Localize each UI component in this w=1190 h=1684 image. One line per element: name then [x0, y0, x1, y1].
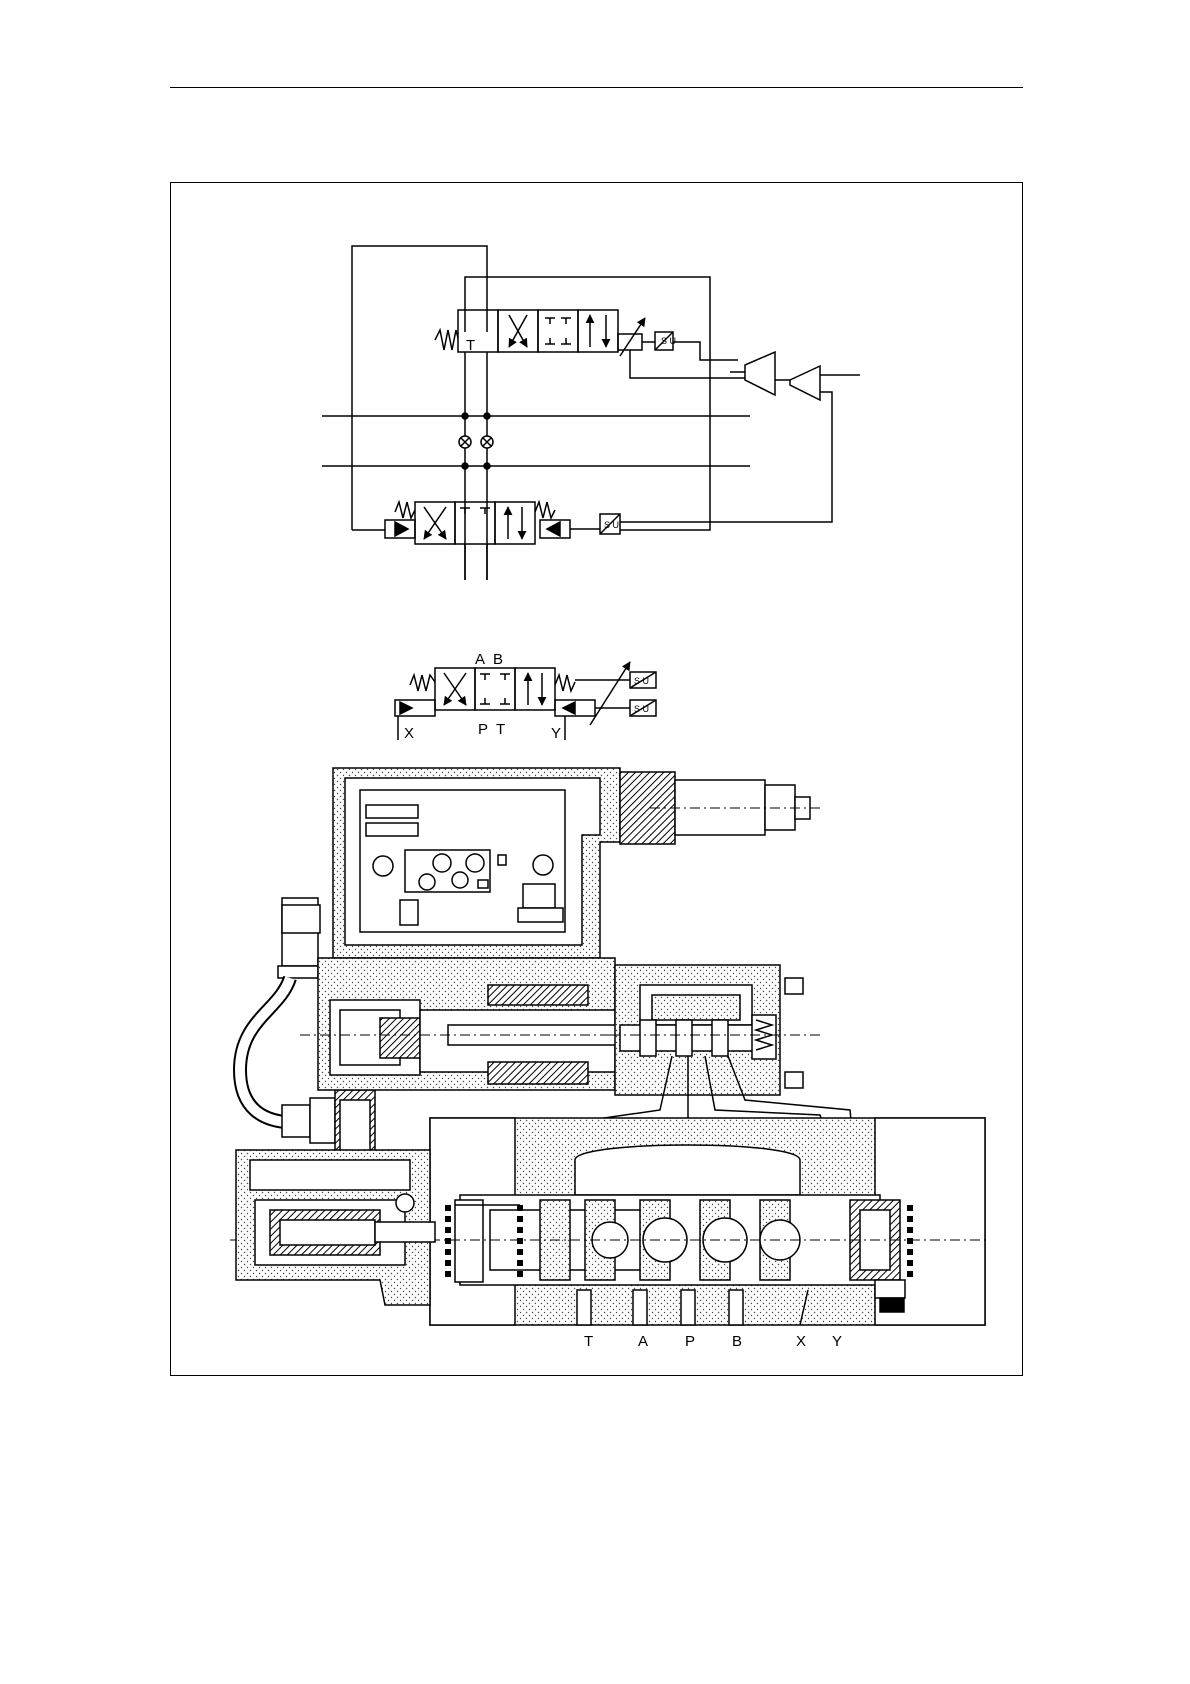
valve-cross-section — [230, 768, 990, 1325]
pilot-valve-symbol — [435, 310, 745, 378]
electronics-housing — [333, 768, 620, 958]
port-b-label: B — [493, 651, 503, 668]
port-t-label: T — [496, 721, 505, 738]
valve-symbol-simplified — [395, 662, 656, 740]
section-port-p-label: P — [685, 1333, 695, 1350]
connector-plug — [620, 772, 820, 844]
section-port-t-label: T — [584, 1333, 593, 1350]
section-port-x-label: X — [796, 1333, 806, 1350]
pilot-solenoid — [300, 958, 630, 1090]
section-port-y-label: Y — [832, 1333, 842, 1350]
section-port-labels: T A P B X Y — [584, 1333, 842, 1350]
section-port-b-label: B — [732, 1333, 742, 1350]
port-y-label: Y — [551, 725, 561, 742]
hydraulic-schematic — [322, 246, 860, 580]
restrictor-symbols — [459, 436, 493, 448]
section-port-a-label: A — [638, 1333, 648, 1350]
main-valve-symbol — [385, 502, 630, 544]
port-a-label: A — [475, 651, 485, 668]
position-transducer — [236, 1150, 435, 1305]
sensor-label-top: S U — [634, 676, 649, 686]
sensor-label-bottom: S U — [634, 704, 649, 714]
pilot-sensor-label: S U — [661, 336, 676, 346]
main-sensor-label: S U — [604, 520, 619, 530]
pilot-port-t-label: T — [466, 337, 475, 354]
port-p-label: P — [478, 721, 488, 738]
port-x-label: X — [404, 725, 414, 742]
pilot-valve-body — [610, 965, 820, 1095]
